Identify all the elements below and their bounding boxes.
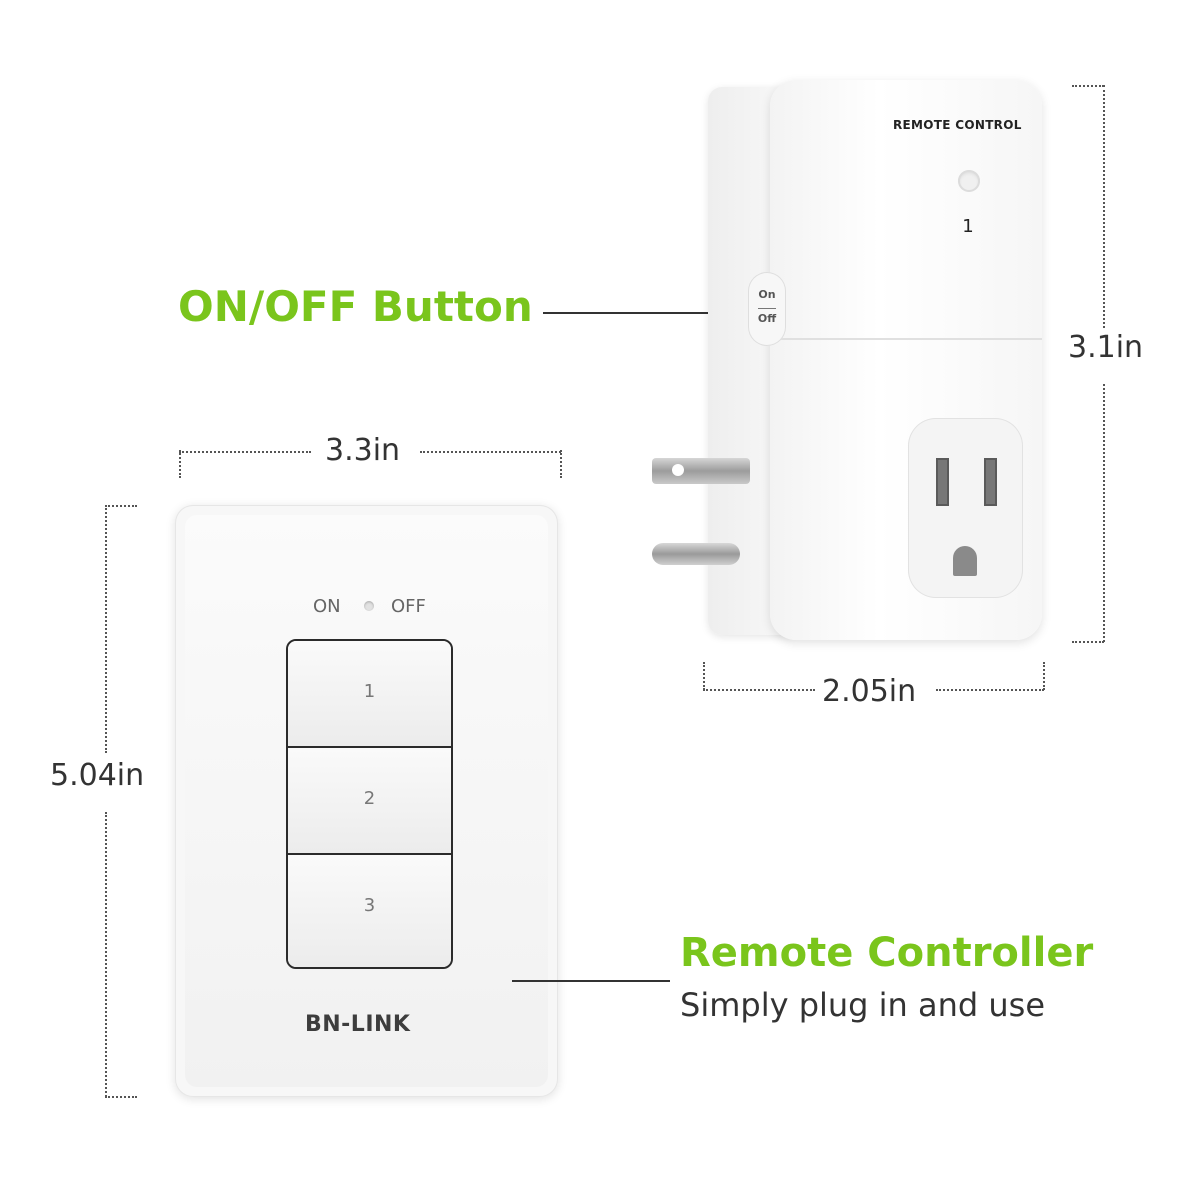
remote-width-tick-left (179, 450, 181, 478)
side-button-divider (758, 308, 776, 309)
remote-button-1[interactable]: 1 (288, 641, 451, 748)
plug-module-seam (770, 338, 1042, 340)
remote-leader-line (512, 980, 670, 982)
remote-width-tick-right (560, 450, 562, 478)
remote-off-label: OFF (391, 596, 426, 617)
remote-button-stack: 1 2 3 (286, 639, 453, 969)
side-button-off-label: Off (757, 312, 777, 325)
remote-controller-title: Remote Controller (680, 930, 1094, 976)
outlet-slot-right (984, 458, 997, 506)
remote-button-2-label: 2 (363, 788, 376, 809)
power-outlet-face (908, 418, 1023, 598)
outlet-slot-left (936, 458, 949, 506)
remote-width-label: 3.3in (325, 433, 401, 468)
remote-button-2[interactable]: 2 (288, 748, 451, 855)
plug-indicator-led (958, 170, 980, 192)
onoff-button-callout: ON/OFF Button (178, 282, 533, 331)
remote-controller-subtitle: Simply plug in and use (680, 986, 1046, 1024)
plug-width-line-right (936, 689, 1044, 691)
plug-height-label: 3.1in (1068, 330, 1144, 365)
plug-ground-pin (652, 543, 740, 565)
remote-width-line-right (420, 451, 561, 453)
onoff-leader-line (543, 312, 748, 314)
plug-width-label: 2.05in (822, 674, 917, 709)
plug-module-title: REMOTE CONTROL (893, 118, 1022, 132)
side-button-on-label: On (758, 288, 776, 301)
plug-height-line-bottom (1103, 384, 1105, 642)
plug-height-tick-bottom (1072, 641, 1104, 643)
brand-logo: BN-LINK (305, 1012, 411, 1037)
outlet-ground-hole (953, 546, 977, 576)
remote-height-label: 5.04in (50, 758, 145, 793)
remote-button-3[interactable]: 3 (288, 855, 451, 967)
plug-height-line-top (1103, 85, 1105, 328)
remote-height-tick-bottom (105, 1096, 137, 1098)
plug-width-tick-left (703, 662, 705, 690)
remote-height-line-top (105, 505, 107, 753)
plug-prong-top (652, 458, 750, 484)
remote-height-line-bottom (105, 812, 107, 1097)
plug-width-line-left (703, 689, 815, 691)
remote-button-3-label: 3 (363, 895, 376, 916)
remote-indicator-led (364, 601, 374, 611)
plug-onoff-side-button[interactable]: On Off (748, 272, 786, 346)
remote-button-1-label: 1 (363, 681, 376, 702)
plug-channel-number: 1 (962, 216, 974, 237)
remote-on-label: ON (313, 596, 341, 617)
plug-width-tick-right (1043, 662, 1045, 690)
remote-width-line-left (179, 451, 311, 453)
plug-height-tick-top (1072, 85, 1104, 87)
prong-hole (672, 464, 684, 476)
remote-height-tick-top (105, 505, 137, 507)
